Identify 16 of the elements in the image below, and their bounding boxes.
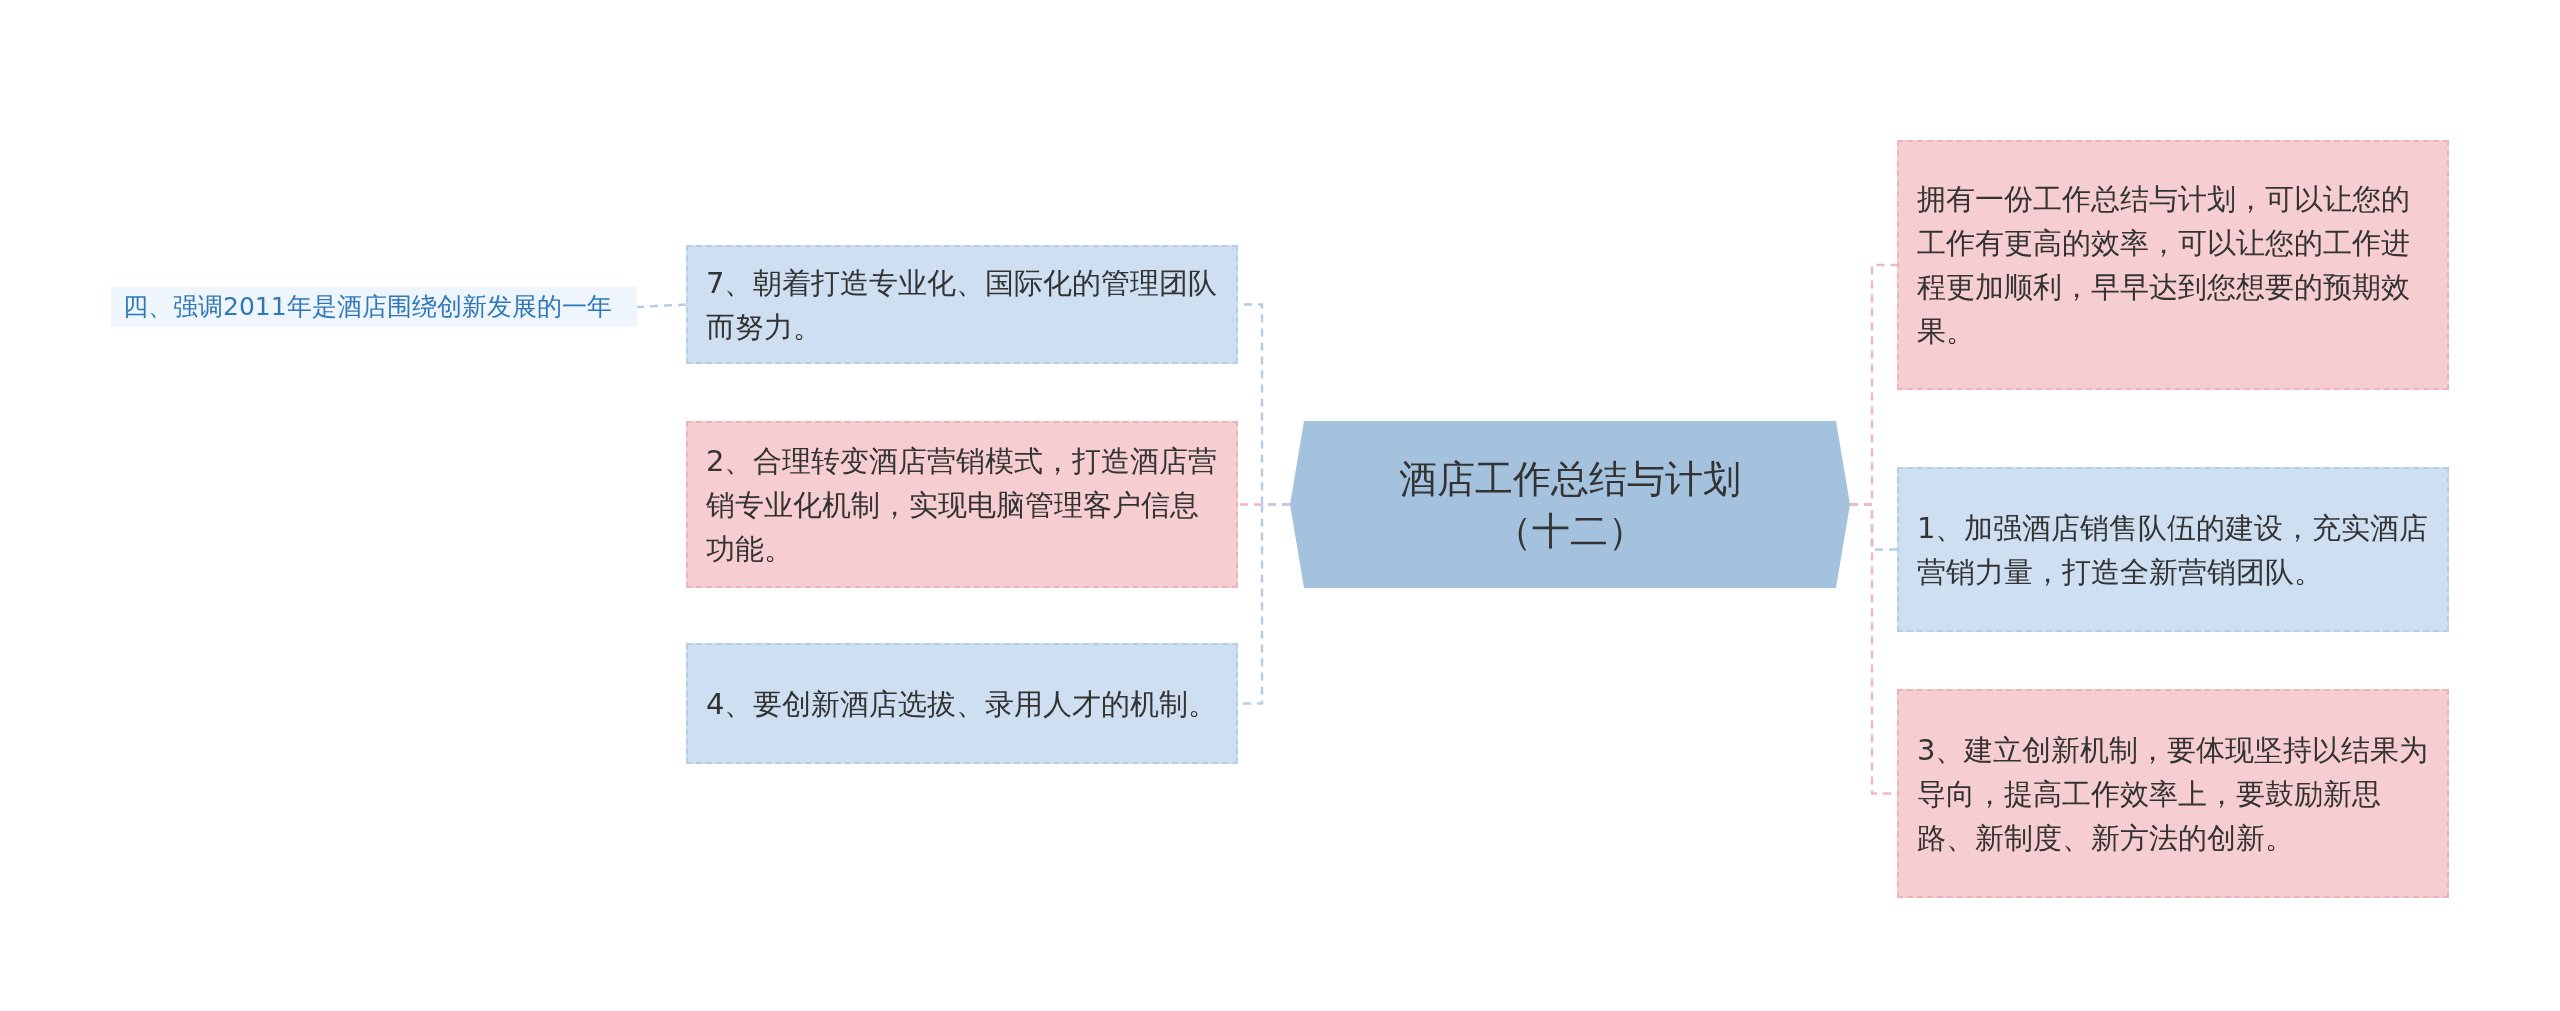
topic-card: [686, 643, 1238, 764]
node-text: 3、建立创新机制，要体现坚持以结果为导向，提高工作效率上，要鼓励新思路、新制度、新方法的创新。: [1917, 731, 2429, 857]
topic-card: [1897, 140, 2449, 390]
node-text: 2、合理转变酒店营销模式，打造酒店营销专业化机制，实现电脑管理客户信息功能。: [706, 442, 1218, 568]
node-text: 7、朝着打造专业化、国际化的管理团队而努力。: [706, 264, 1218, 346]
node-text: 拥有一份工作总结与计划，可以让您的工作有更高的效率，可以让您的工作进程更加顺利，早早达到您想要的预期效果。: [1917, 181, 2411, 350]
topic-card: [686, 421, 1238, 588]
node-text: 1、加强酒店销售队伍的建设，充实酒店营销力量，打造全新营销团队。: [1917, 509, 2429, 591]
node-text: 4、要创新酒店选拔、录用人才的机制。: [706, 685, 1218, 723]
connector-line: [636, 303, 687, 309]
topic-card: [1897, 689, 2449, 898]
topic-card: [1897, 467, 2449, 632]
topic-card: [686, 245, 1238, 364]
subtopic-tag: [111, 287, 637, 327]
node-text: 酒店工作总结与计划（十二）: [1398, 455, 1742, 555]
node-text: 四、强调2011年是酒店围绕创新发展的一年: [123, 291, 612, 323]
